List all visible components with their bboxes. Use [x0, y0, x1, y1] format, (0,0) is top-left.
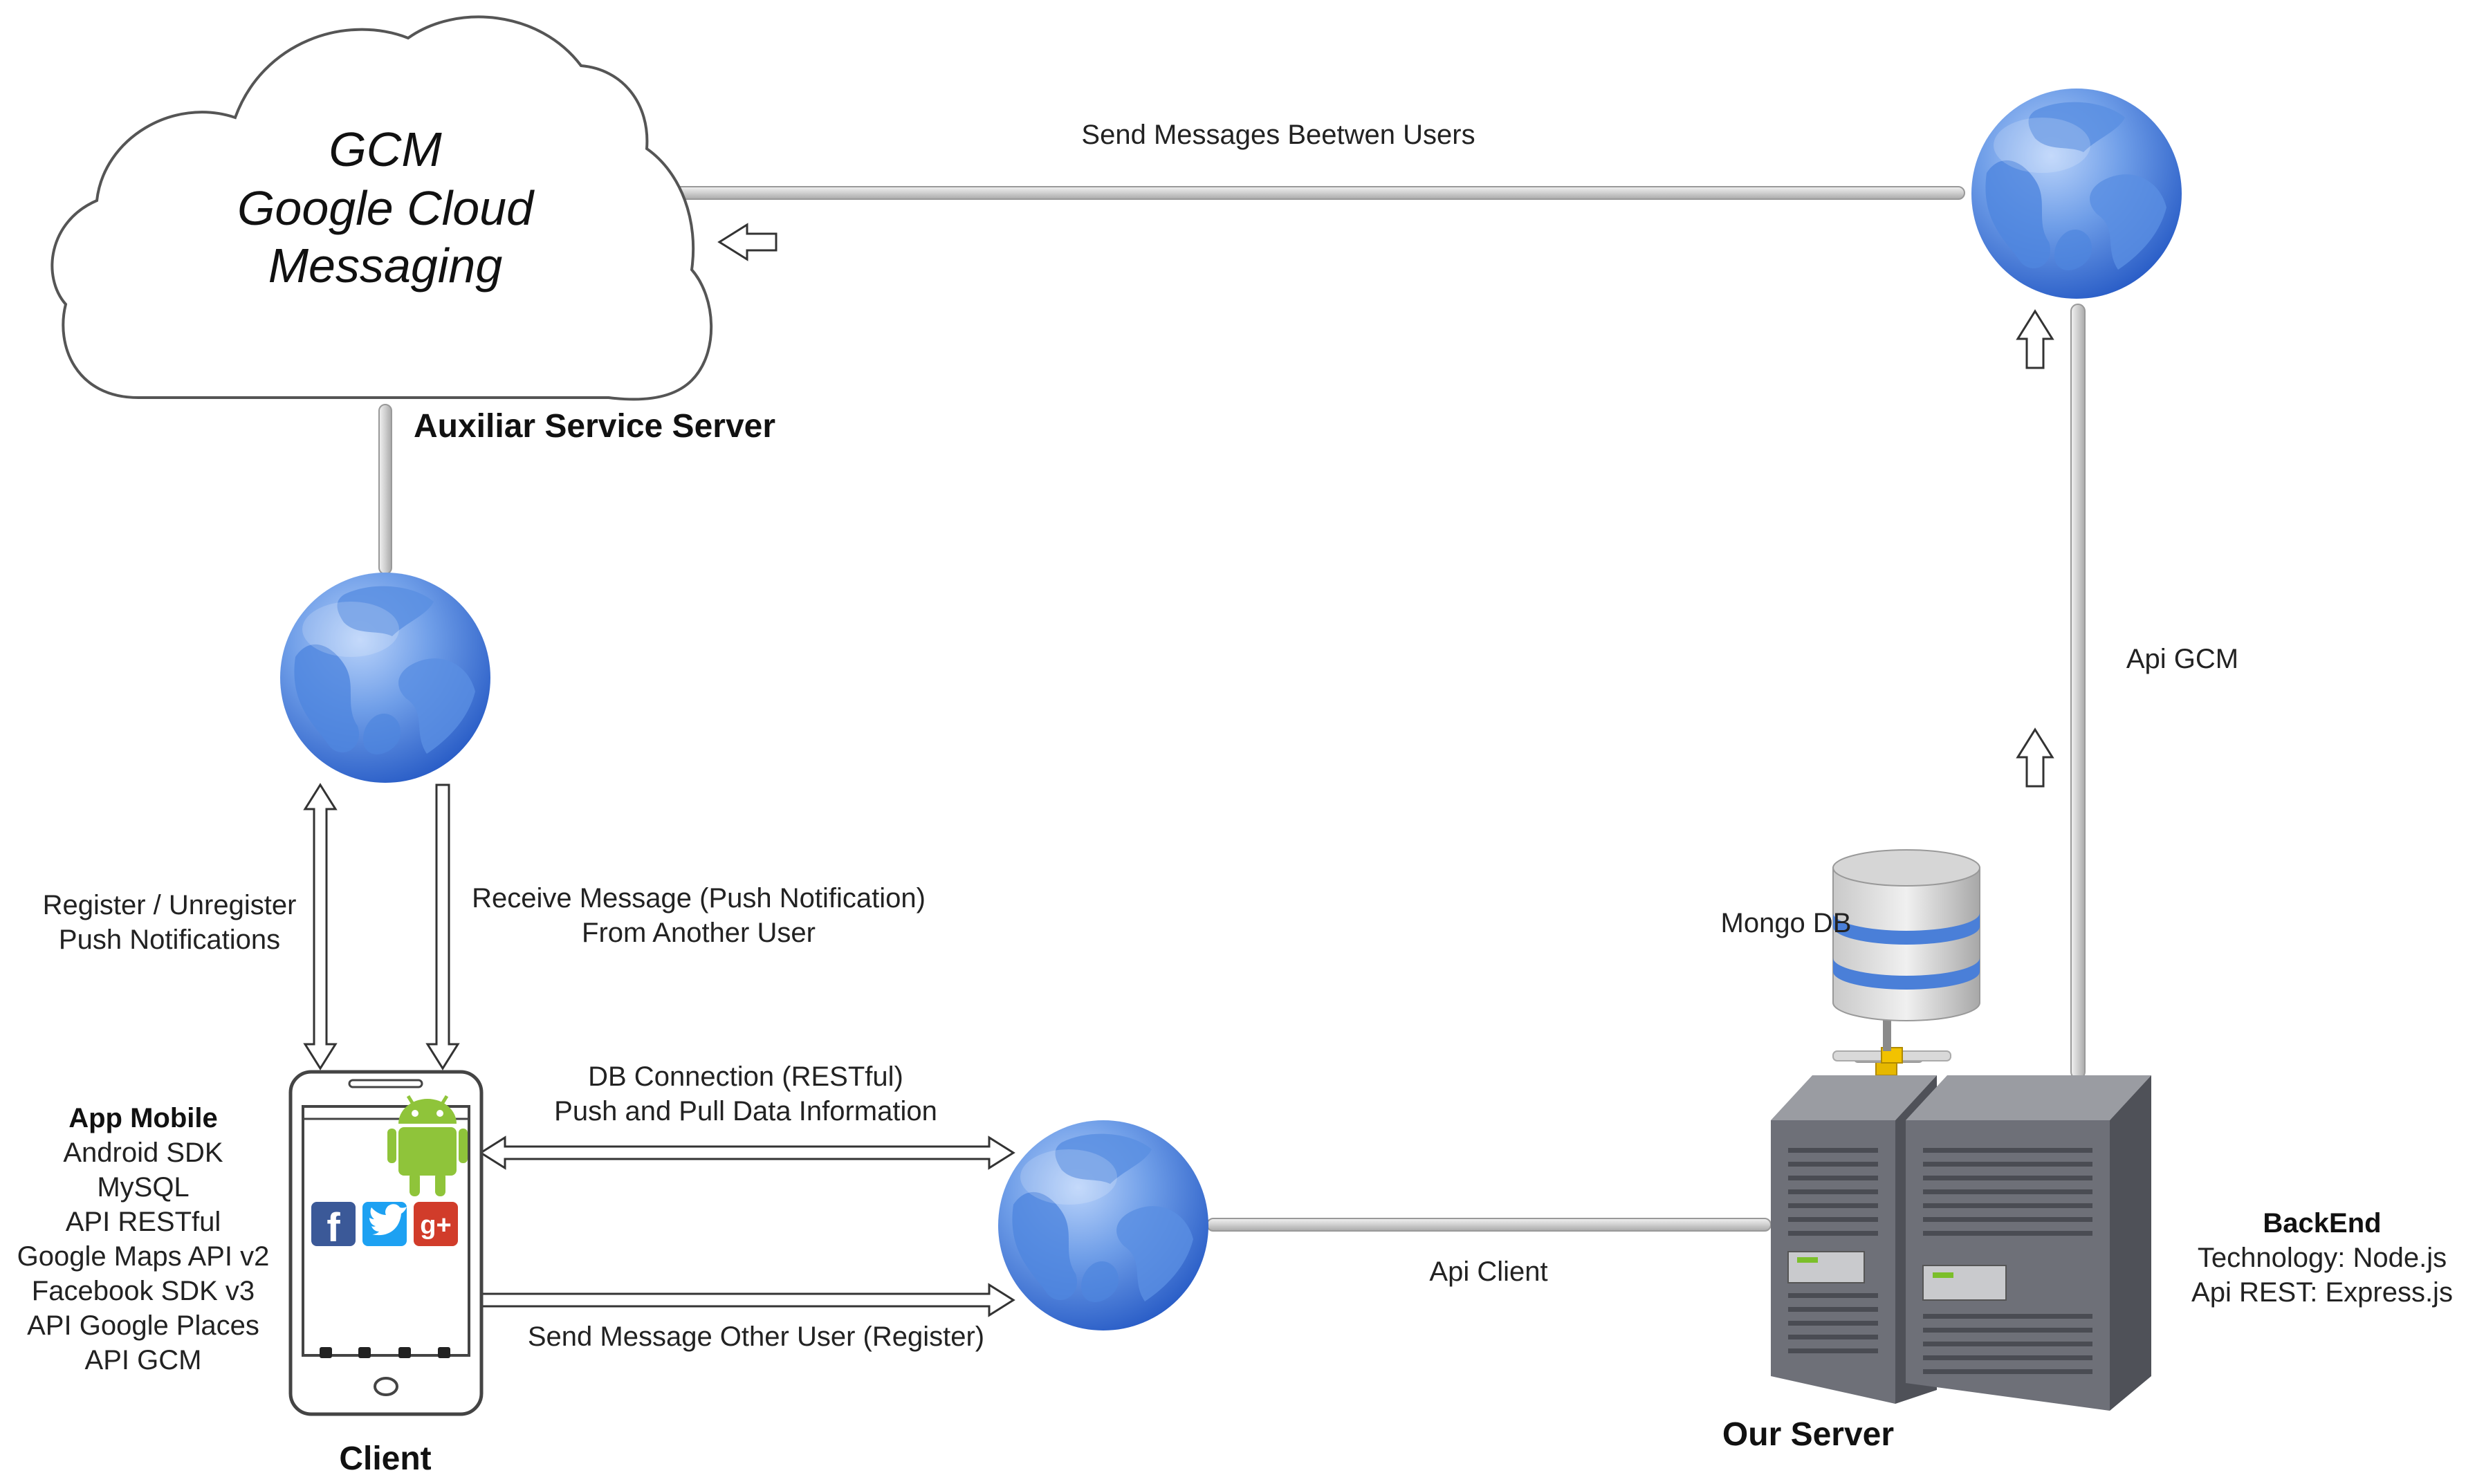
mobile-phone: f g+	[288, 1070, 484, 1416]
register-label-line-1: Register / Unregister	[43, 890, 297, 920]
send-message-label: Send Message Other User (Register)	[528, 1321, 984, 1352]
send-between-users-label: Send Messages Beetwen Users	[1081, 120, 1475, 150]
backend-title: BackEnd	[2263, 1208, 2381, 1239]
api-globe-icon	[998, 1120, 1208, 1330]
gcm-cloud	[50, 15, 713, 401]
facebook-icon	[311, 1202, 356, 1246]
db-connection-label-line-2: Push and Pull Data Information	[554, 1096, 937, 1126]
pipe-cloud-to-auxiliar-globe	[378, 404, 392, 575]
android-icon	[387, 1095, 468, 1196]
pipe-cloud-to-gcm-globe	[643, 186, 1965, 200]
pipe-server-to-gcm-globe	[2070, 304, 2086, 1079]
pipe-api-client	[1206, 1218, 1772, 1232]
gcm-globe-icon	[1971, 89, 2182, 299]
app-mobile-item: MySQL	[97, 1172, 189, 1203]
cloud-line-3: Messaging	[268, 239, 503, 293]
app-mobile-item: API RESTful	[66, 1207, 221, 1237]
send-message-arrow	[479, 1283, 1015, 1317]
cloud-line-1: GCM	[329, 122, 442, 176]
db-connection-arrow	[479, 1135, 1015, 1170]
client-label: Client	[339, 1440, 431, 1477]
mongo-db-icon	[1832, 849, 1980, 1076]
our-server-label: Our Server	[1722, 1416, 1894, 1453]
twitter-bird-icon	[369, 1204, 407, 1236]
arrow-left-icon	[717, 223, 778, 261]
backend-item: Api REST: Express.js	[2191, 1277, 2453, 1308]
app-mobile-item: Facebook SDK v3	[32, 1276, 255, 1306]
app-mobile-item: API Google Places	[27, 1310, 259, 1341]
backend-item: Technology: Node.js	[2198, 1243, 2447, 1273]
auxiliar-globe-icon	[280, 573, 490, 783]
auxiliar-server-label: Auxiliar Service Server	[414, 408, 775, 445]
register-arrow	[303, 783, 338, 1070]
arrow-up-icon	[2016, 309, 2054, 369]
google-plus-glyph: g+	[420, 1211, 451, 1240]
receive-label-line-1: Receive Message (Push Notification)	[472, 883, 926, 913]
db-connection-label-line-1: DB Connection (RESTful)	[588, 1061, 903, 1092]
app-mobile-item: Android SDK	[63, 1138, 223, 1168]
facebook-glyph: f	[326, 1205, 340, 1250]
cloud-line-2: Google Cloud	[237, 181, 535, 235]
app-mobile-title: App Mobile	[68, 1103, 218, 1133]
mongo-db-label: Mongo DB	[1721, 908, 1852, 938]
app-mobile-item: API GCM	[85, 1345, 202, 1375]
register-label-line-2: Push Notifications	[59, 925, 280, 955]
api-client-label: Api Client	[1429, 1256, 1547, 1287]
server-rack-icon	[1771, 1075, 2151, 1411]
arrow-up-icon	[2016, 727, 2054, 788]
api-gcm-label: Api GCM	[2126, 644, 2238, 674]
receive-label-line-2: From Another User	[582, 918, 816, 948]
app-mobile-item: Google Maps API v2	[17, 1241, 270, 1272]
receive-arrow	[425, 783, 460, 1070]
google-plus-icon	[414, 1202, 458, 1246]
